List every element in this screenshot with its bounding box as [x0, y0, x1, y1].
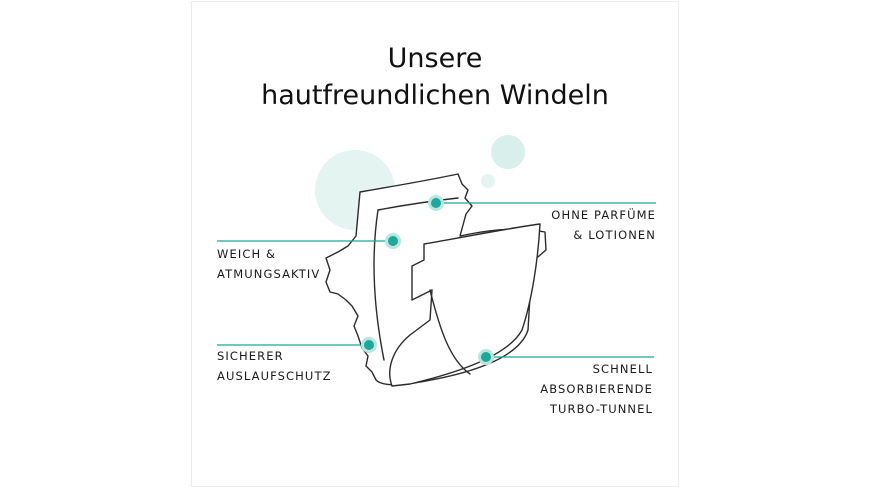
callout-text: SICHERER	[217, 349, 284, 363]
title-line-2: hautfreundlichen Windeln	[261, 80, 609, 111]
callout-dot-icon	[478, 349, 494, 365]
callout-text: TURBO-TUNNEL	[549, 402, 653, 416]
callout-text: ABSORBIERENDE	[540, 382, 653, 396]
callout-text: SCHNELL	[592, 362, 653, 376]
callout-text: WEICH &	[217, 247, 277, 261]
callout-ohne-parfume: OHNE PARFÜME & LOTIONEN	[551, 205, 656, 245]
callout-text: AUSLAUFSCHUTZ	[217, 369, 332, 383]
callout-weich: WEICH & ATMUNGSAKTIV	[217, 244, 320, 284]
title-line-1: Unsere	[387, 43, 483, 74]
callout-text: ATMUNGSAKTIV	[217, 267, 321, 281]
callout-dots	[361, 195, 494, 365]
callout-text: OHNE PARFÜME	[551, 208, 656, 222]
callout-dot-icon	[385, 233, 401, 249]
callout-schnell: SCHNELL ABSORBIERENDE TURBO-TUNNEL	[540, 359, 653, 419]
callout-text: & LOTIONEN	[573, 228, 656, 242]
callout-sicherer: SICHERER AUSLAUFSCHUTZ	[217, 346, 332, 386]
callout-dot-icon	[428, 195, 444, 211]
callout-dot-icon	[361, 337, 377, 353]
diaper-illustration-icon	[325, 173, 547, 387]
page-title: Unsere hautfreundlichen Windeln	[191, 40, 679, 114]
